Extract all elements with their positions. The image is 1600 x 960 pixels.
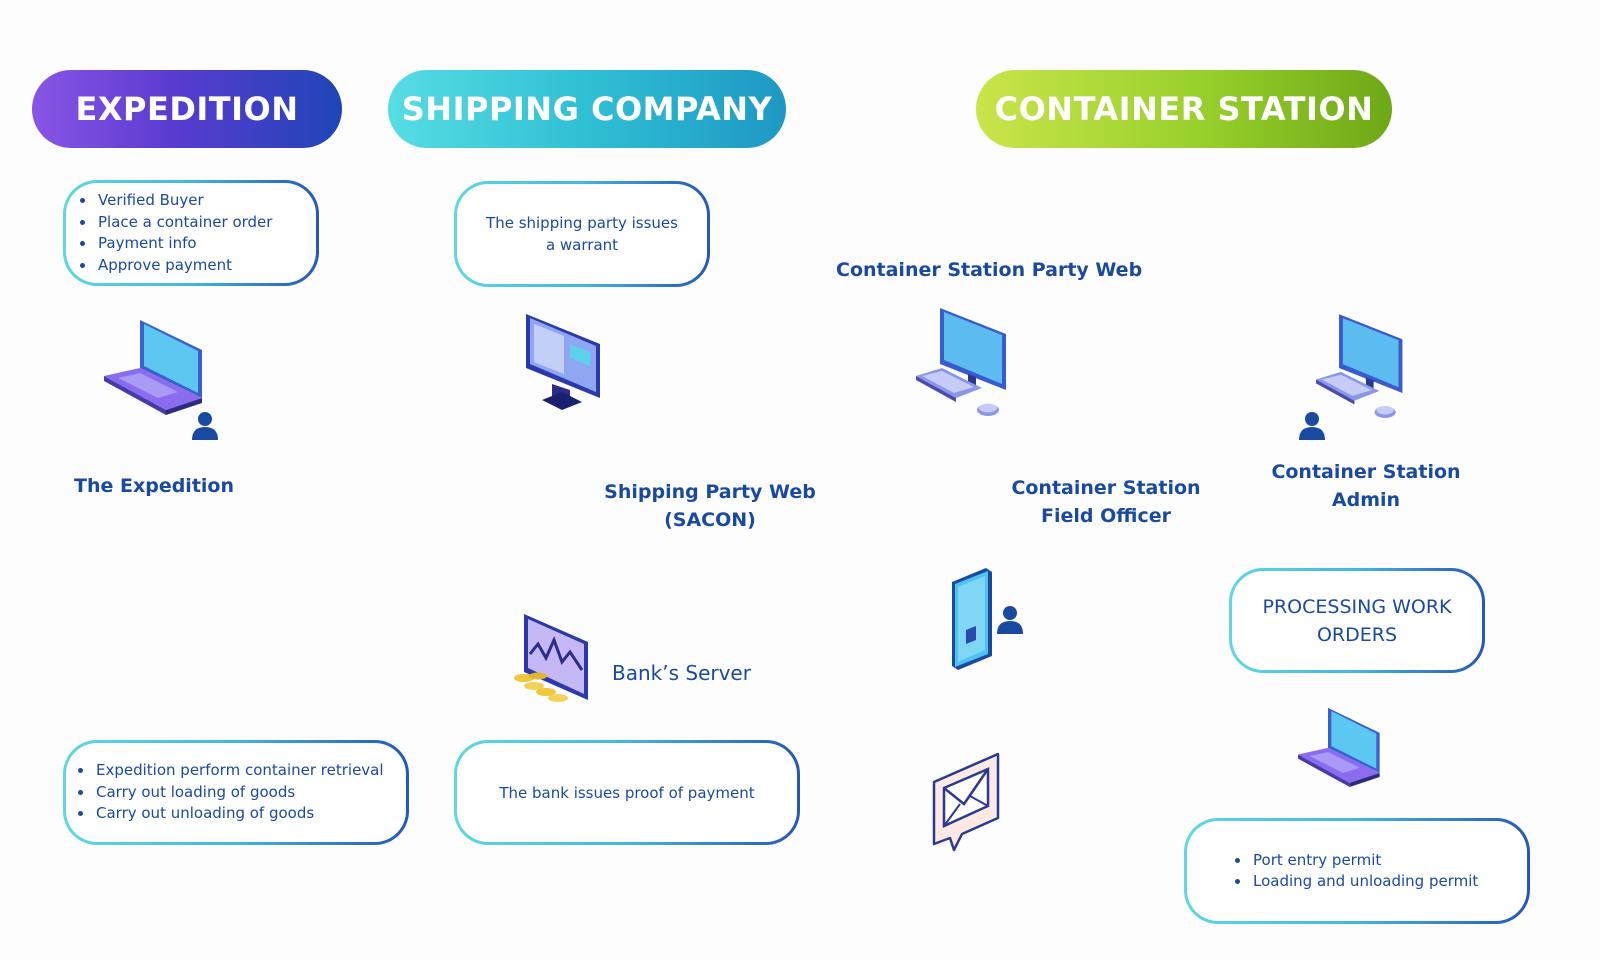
- permits-list: Port entry permit Loading and unloading …: [1223, 850, 1478, 893]
- email-icon: [932, 752, 1000, 852]
- label-line: Field Officer: [1041, 505, 1171, 527]
- label-line: Admin: [1331, 489, 1401, 511]
- list-item: Expedition perform container retrieval: [94, 760, 384, 782]
- bank-server-label: Bank’s Server: [612, 661, 751, 685]
- desktop-computer-icon: [1316, 314, 1403, 418]
- list-item: Loading and unloading permit: [1251, 871, 1478, 893]
- list-item: Verified Buyer: [96, 190, 272, 212]
- laptop-icon: [1298, 707, 1380, 787]
- bank-proof-box: The bank issues proof of payment: [454, 740, 800, 845]
- list-item: Approve payment: [96, 255, 272, 277]
- user-icon: [1299, 412, 1325, 440]
- shipping-warrant-box: The shipping party issues a warrant: [454, 181, 710, 287]
- expedition-header: EXPEDITION: [32, 70, 342, 148]
- laptop-icon: [104, 320, 202, 415]
- list-item: Carry out unloading of goods: [94, 803, 384, 825]
- list-item: Carry out loading of goods: [94, 782, 384, 804]
- container-station-web-label: Container Station Party Web: [836, 259, 1143, 281]
- list-item: Port entry permit: [1251, 850, 1478, 872]
- shipping-company-header: SHIPPING COMPANY: [388, 70, 786, 148]
- note-line: PROCESSING WORK: [1262, 595, 1452, 618]
- expedition-operations-list: Expedition perform container retrieval C…: [66, 760, 384, 825]
- list-item: Payment info: [96, 233, 272, 255]
- expedition-steps-box: Verified Buyer Place a container order P…: [63, 180, 319, 286]
- label-line: Container Station: [1271, 461, 1461, 483]
- expedition-operations-box: Expedition perform container retrieval C…: [63, 740, 409, 845]
- note-line: a warrant: [545, 236, 619, 254]
- bank-proof-note: The bank issues proof of payment: [499, 783, 755, 802]
- processing-work-orders-box: PROCESSING WORK ORDERS: [1229, 568, 1485, 673]
- desktop-computer-icon: [916, 308, 1006, 416]
- bank-server-icon: [514, 614, 588, 702]
- user-icon: [997, 606, 1023, 634]
- container-station-header: CONTAINER STATION: [976, 70, 1392, 148]
- admin-label: Container Station Admin: [1268, 458, 1464, 514]
- user-icon: [192, 412, 218, 440]
- expedition-steps-list: Verified Buyer Place a container order P…: [68, 190, 272, 276]
- processing-note: PROCESSING WORK ORDERS: [1263, 593, 1452, 649]
- expedition-actor-label: The Expedition: [74, 475, 234, 497]
- label-line: Shipping Party Web: [604, 481, 816, 503]
- field-officer-label: Container Station Field Officer: [1008, 474, 1204, 530]
- shipping-warrant-note: The shipping party issues a warrant: [486, 212, 678, 256]
- label-line: (SACON): [664, 509, 756, 531]
- note-line: ORDERS: [1316, 623, 1398, 646]
- list-item: Place a container order: [96, 212, 272, 234]
- monitor-icon: [526, 314, 600, 410]
- shipping-party-web-label: Shipping Party Web (SACON): [604, 478, 816, 534]
- label-line: Container Station: [1011, 477, 1201, 499]
- smartphone-icon: [952, 568, 992, 670]
- note-line: The shipping party issues: [486, 214, 678, 232]
- permits-box: Port entry permit Loading and unloading …: [1184, 818, 1530, 924]
